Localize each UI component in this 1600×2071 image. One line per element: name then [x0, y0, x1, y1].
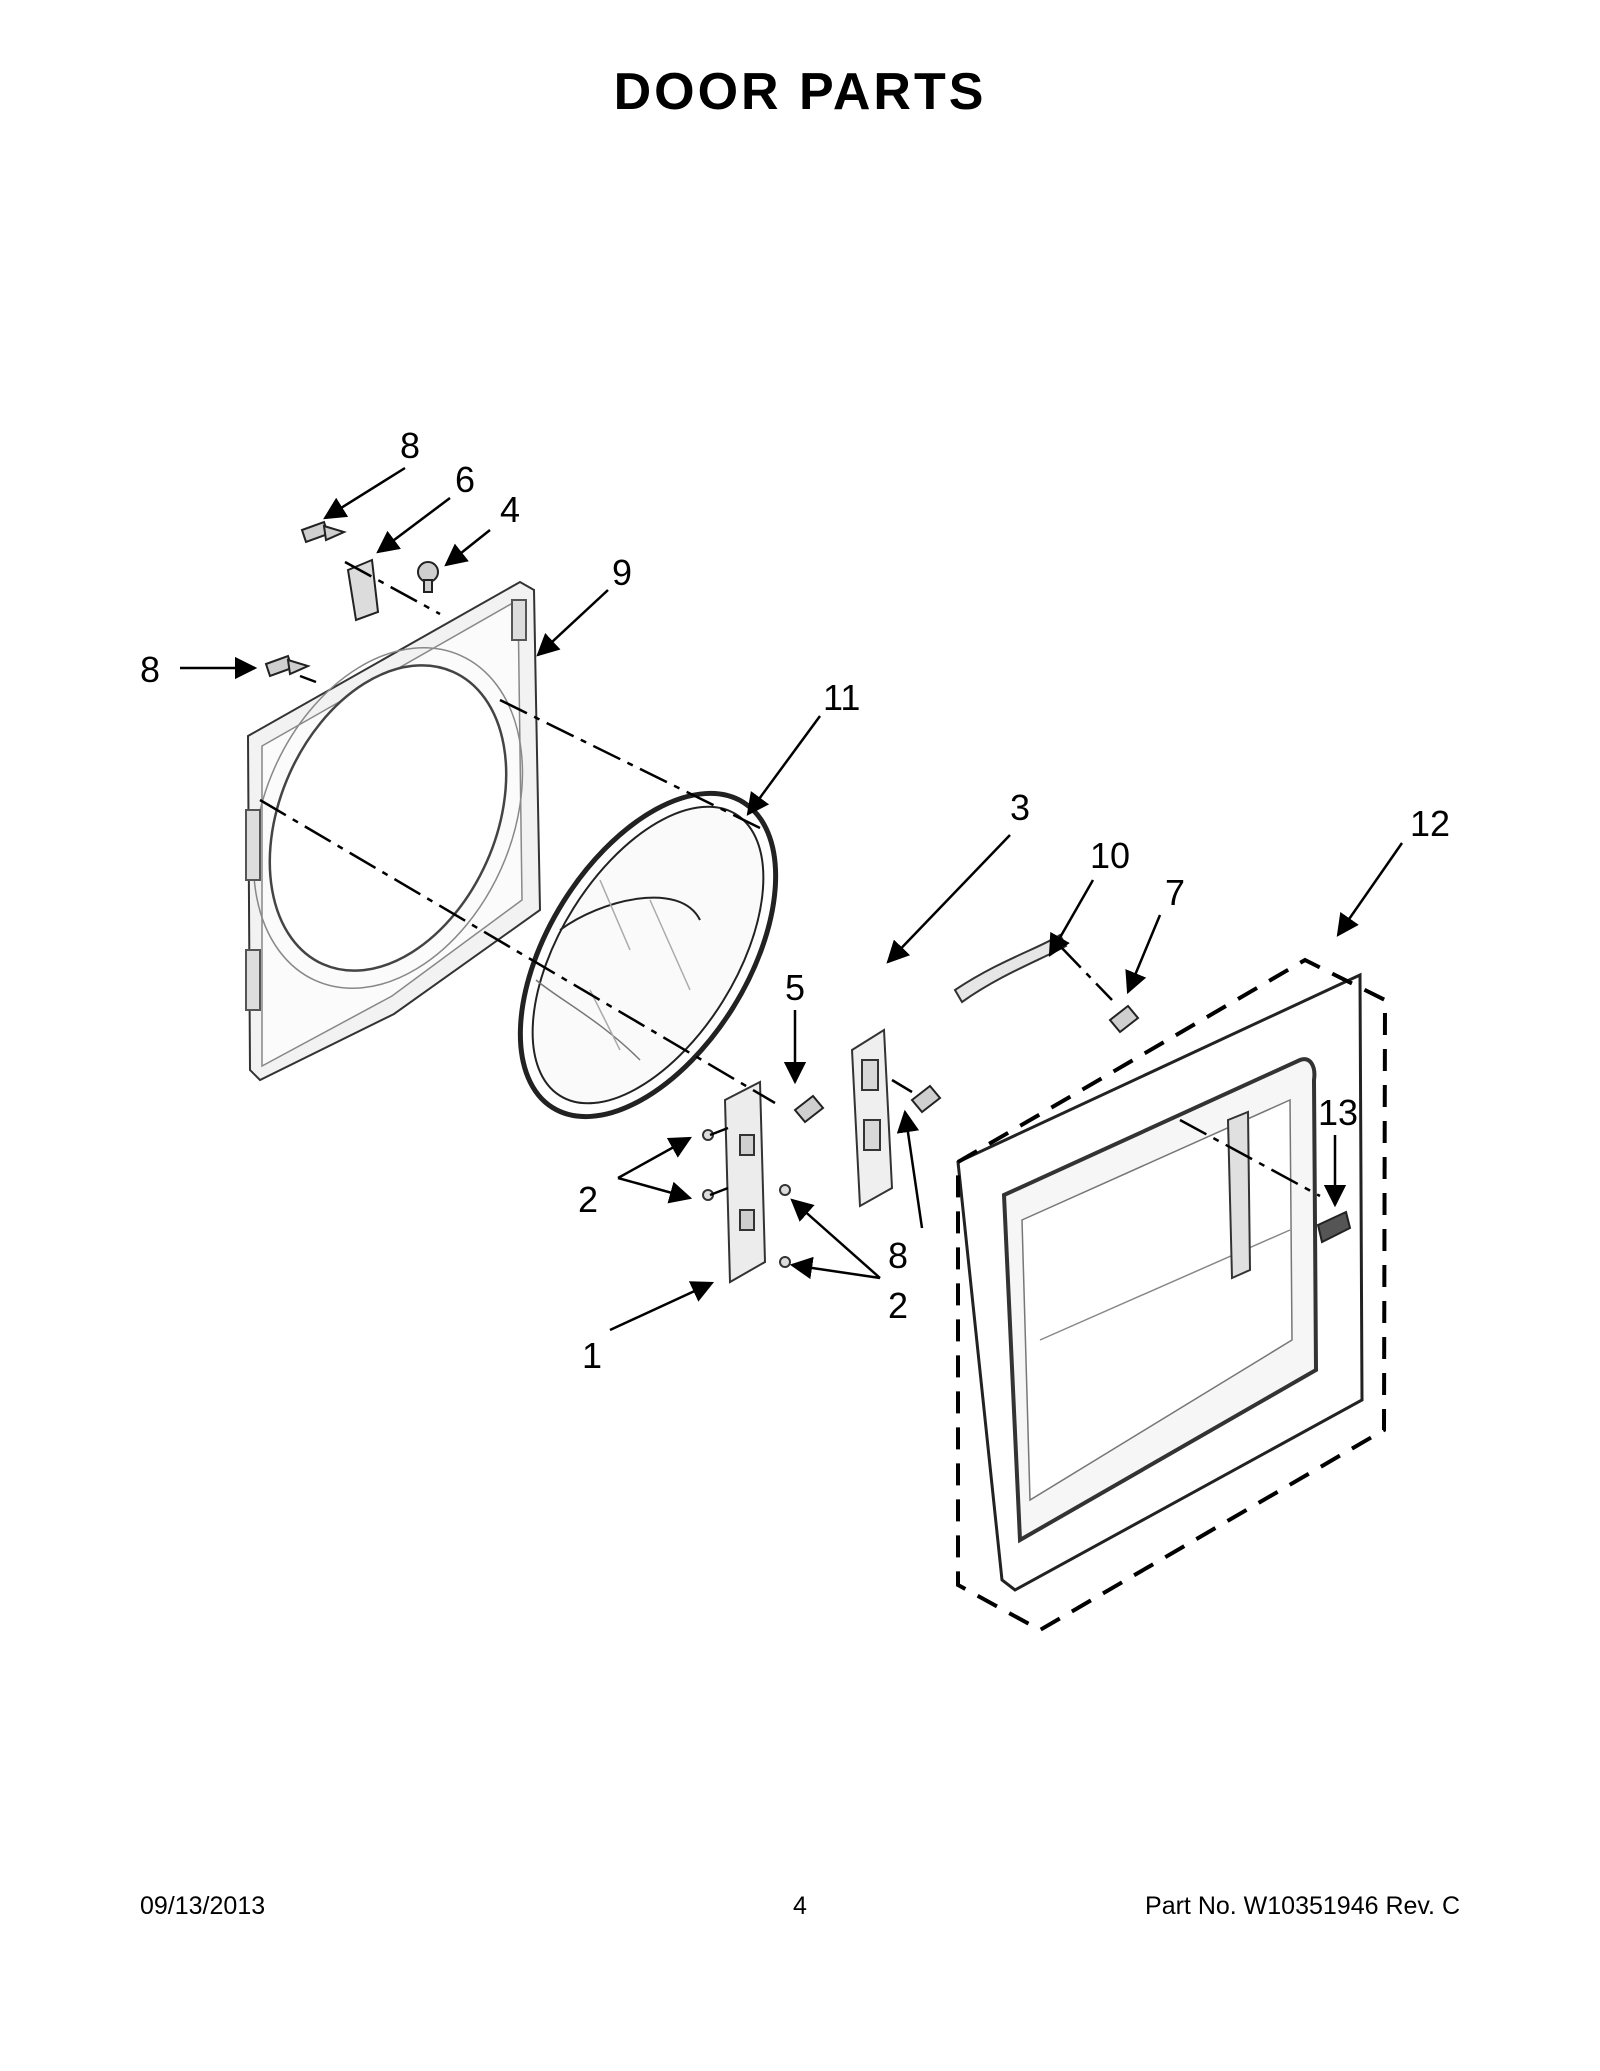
callout-4: 4	[500, 489, 520, 530]
callout-12: 12	[1410, 803, 1450, 844]
callout-2: 2	[578, 1179, 598, 1220]
screw-icon	[793, 1094, 825, 1124]
page-title: DOOR PARTS	[613, 63, 987, 121]
footer-date: 09/13/2013	[140, 1892, 266, 1920]
screw-icon	[910, 1084, 942, 1114]
callout-8: 8	[400, 425, 420, 466]
leader-arrows	[180, 466, 1404, 1332]
hinge-bracket	[850, 1028, 894, 1208]
assembly-boundary	[956, 957, 1388, 1633]
screw-icon	[300, 520, 347, 544]
callout-3: 3	[1010, 787, 1030, 828]
rivet-icon	[417, 561, 439, 593]
clip-bracket-icon	[346, 558, 380, 622]
callout-9: 9	[612, 552, 632, 593]
callout-11: 11	[823, 677, 860, 718]
footer-part-number: Part No. W10351946 Rev. C	[1145, 1892, 1460, 1920]
hinge	[702, 1080, 791, 1284]
outer-door	[956, 972, 1364, 1592]
callout-13: 13	[1318, 1092, 1358, 1133]
callout-10: 10	[1090, 835, 1130, 876]
callout-8: 8	[888, 1235, 908, 1276]
footer-page-number: 4	[793, 1892, 807, 1920]
callout-8: 8	[140, 649, 160, 690]
callout-1: 1	[582, 1335, 602, 1376]
inner-door-frame	[245, 580, 542, 1082]
latch-button	[1316, 1210, 1352, 1244]
callout-2: 2	[888, 1285, 908, 1326]
door-handle-strip	[953, 933, 1068, 1004]
screw-icon	[264, 654, 311, 678]
door-glass-bowl	[517, 790, 779, 1120]
callout-7: 7	[1165, 872, 1185, 913]
screw-icon	[1108, 1004, 1140, 1034]
callout-5: 5	[785, 967, 805, 1008]
callout-6: 6	[455, 459, 475, 500]
